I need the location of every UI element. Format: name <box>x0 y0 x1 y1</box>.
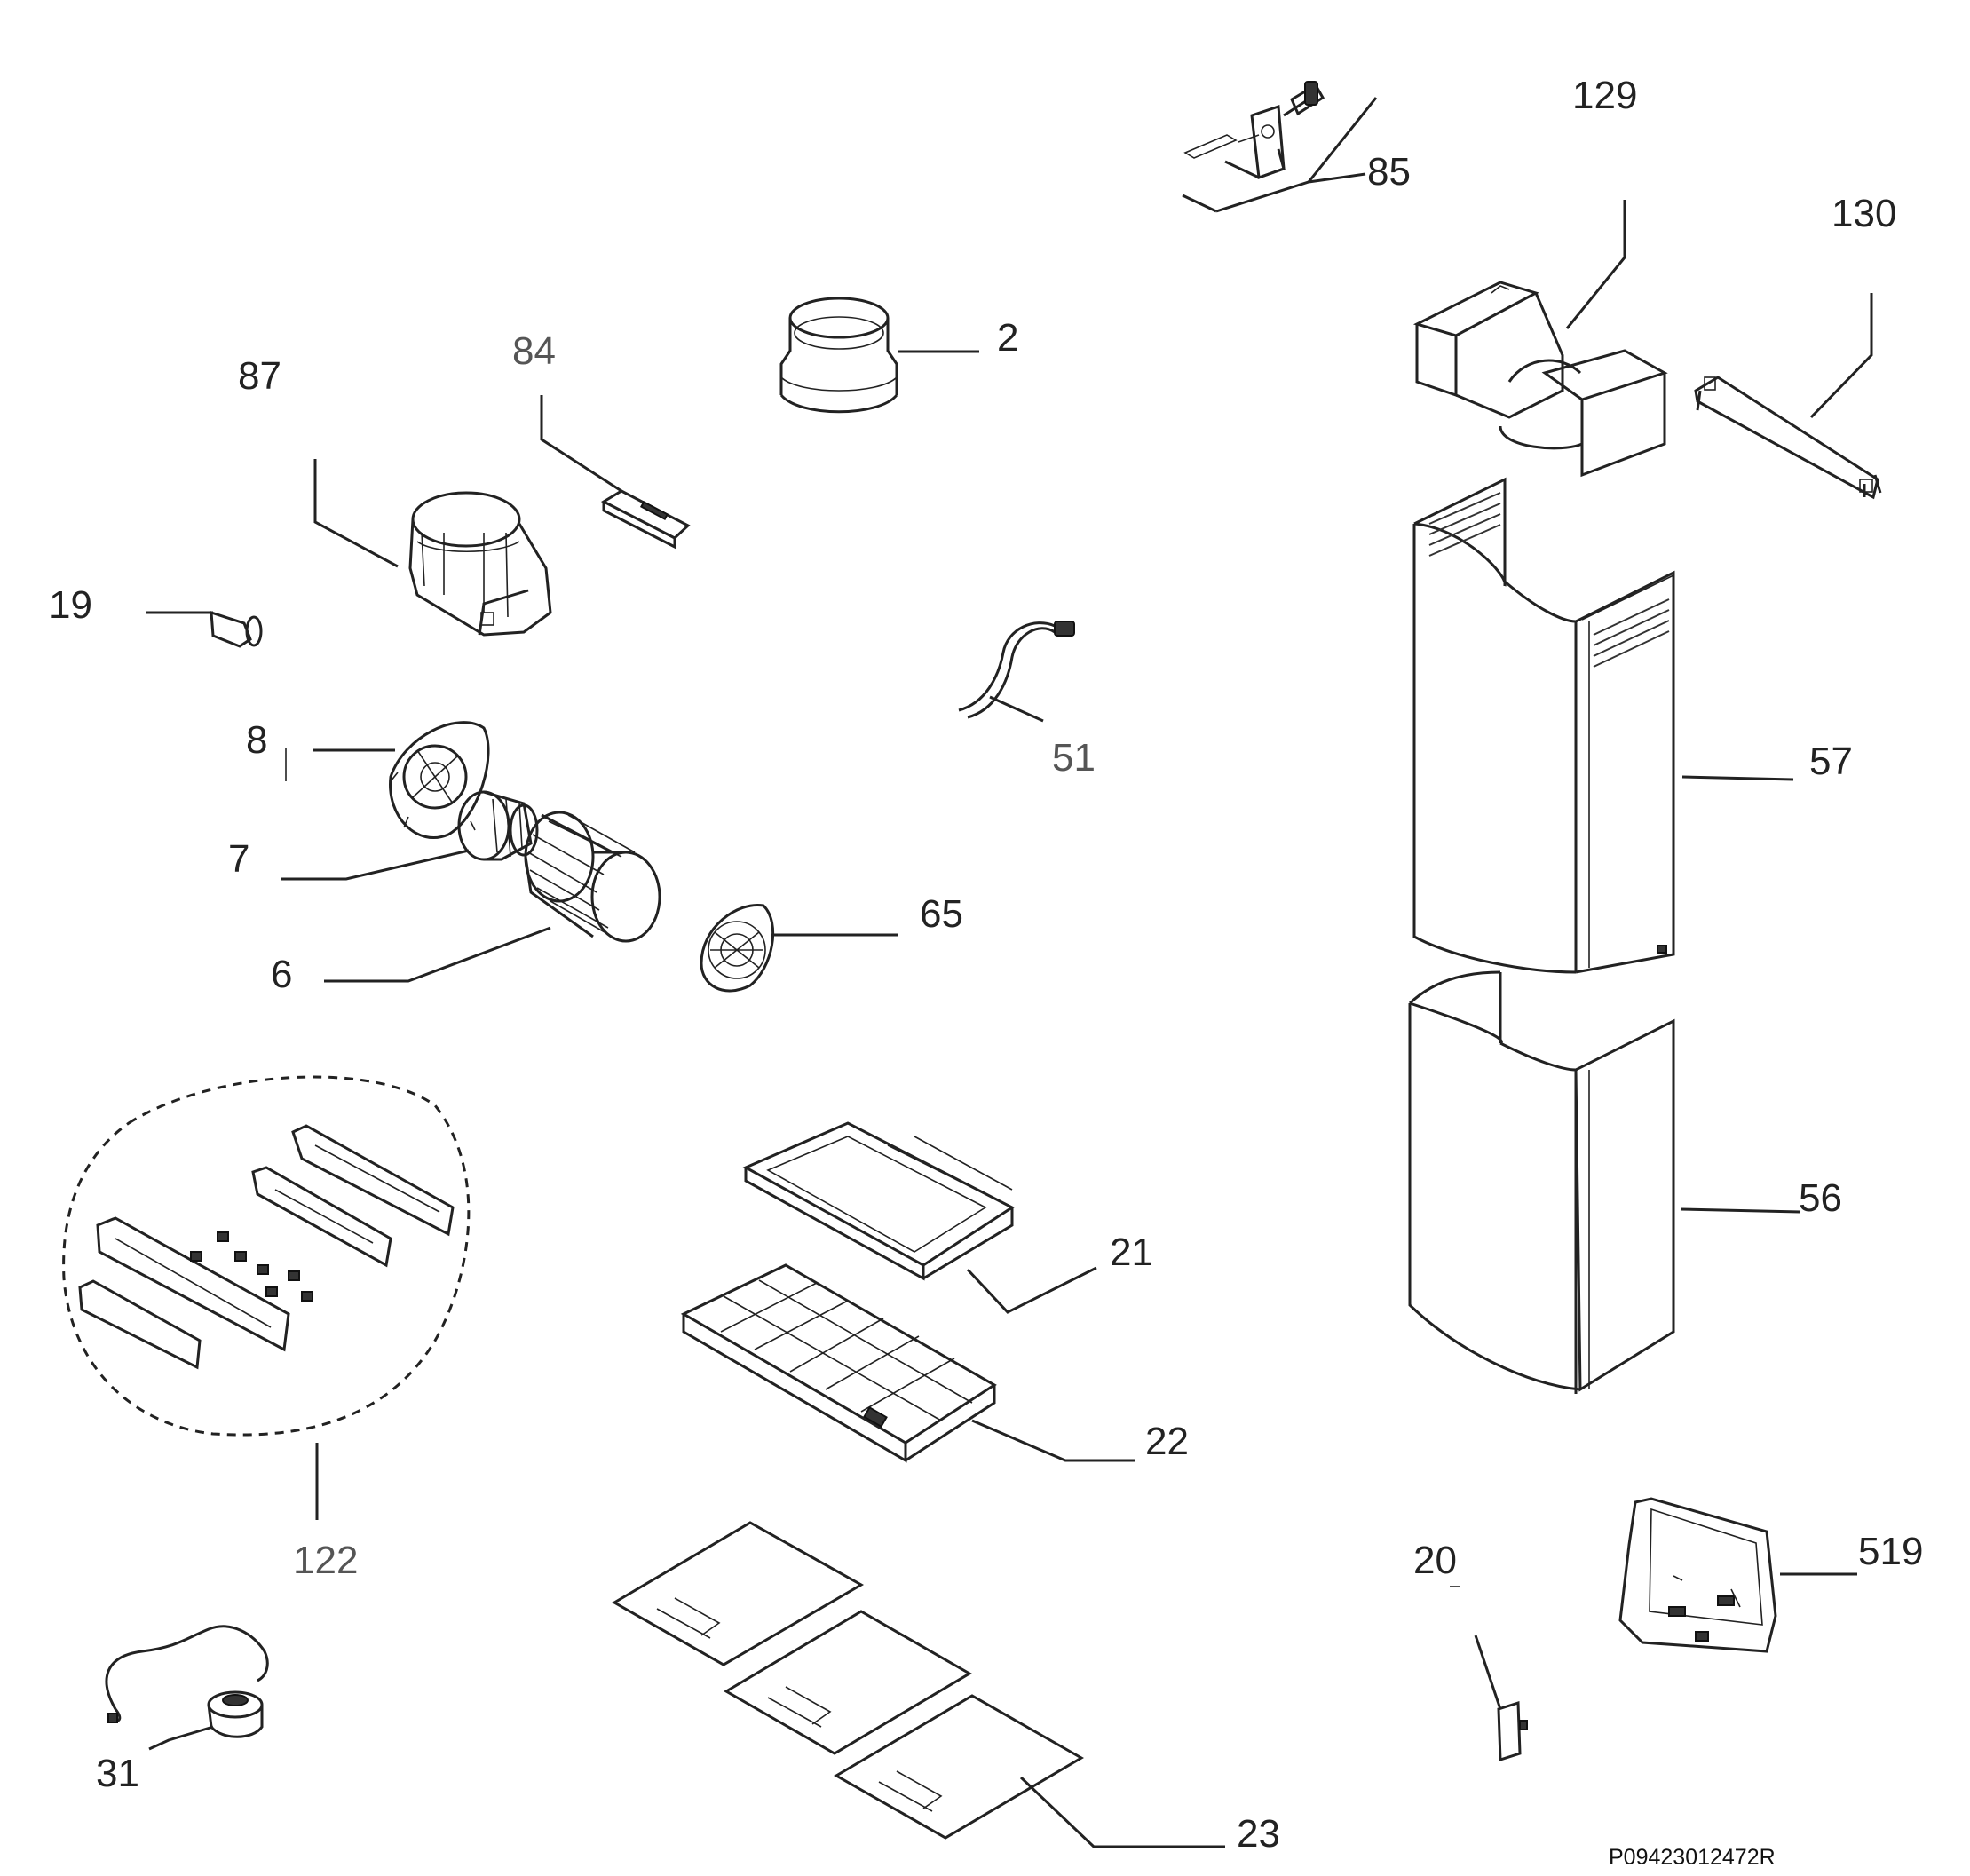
leader-20 <box>1474 1635 1502 1710</box>
part-519-hardware-bag <box>1618 1497 1777 1653</box>
part-129-duct-adapter <box>1412 281 1668 478</box>
label-6: 6 <box>271 953 292 996</box>
label-56: 56 <box>1799 1176 1842 1220</box>
label-20: 20 <box>1413 1539 1457 1582</box>
label-130: 130 <box>1832 192 1896 235</box>
part-6-blower-wheel <box>524 811 661 943</box>
label-21: 21 <box>1110 1231 1153 1274</box>
part-65-grille <box>700 903 775 993</box>
leader-85 <box>1215 172 1366 213</box>
leader-21 <box>966 1266 1097 1314</box>
leader-22 <box>971 1419 1135 1462</box>
part-23-filter-panels <box>612 1521 1084 1840</box>
part-51-wire <box>958 621 1075 719</box>
label-51: 51 <box>1052 736 1096 780</box>
leader-130 <box>1809 293 1873 419</box>
label-65: 65 <box>920 892 963 936</box>
leader-23 <box>1019 1776 1225 1848</box>
label-8: 8 <box>246 718 267 762</box>
part-130-bracket <box>1694 376 1882 500</box>
part-57-upper-chimney <box>1412 477 1675 974</box>
label-31: 31 <box>96 1752 139 1795</box>
leader-87 <box>313 459 399 568</box>
label-2: 2 <box>997 316 1018 360</box>
label-23: 23 <box>1237 1812 1280 1856</box>
part-85-bracket <box>1183 81 1325 180</box>
leader-31 <box>148 1725 214 1751</box>
part-7-motor <box>457 790 539 861</box>
part-8-motor-plate <box>389 721 490 840</box>
part-2-duct-collar <box>779 297 898 414</box>
part-122-control-group <box>62 1075 471 1437</box>
drawing-code: P09423012472R <box>1609 1845 1776 1870</box>
part-56-lower-chimney <box>1408 970 1675 1394</box>
label-57: 57 <box>1809 740 1853 783</box>
label-87: 87 <box>238 354 281 398</box>
part-20-clip <box>1497 1700 1528 1762</box>
label-129: 129 <box>1572 74 1637 117</box>
part-21-frame <box>742 1121 1015 1281</box>
part-31-sensor <box>105 1625 269 1738</box>
leader-56 <box>1680 1207 1801 1214</box>
label-19: 19 <box>49 583 92 627</box>
part-87-blower-housing <box>408 491 552 637</box>
label-519: 519 <box>1858 1530 1923 1573</box>
leader-57 <box>1681 775 1794 781</box>
label-84: 84 <box>512 329 556 373</box>
leader-129 <box>1565 200 1626 329</box>
leader-51 <box>989 695 1044 723</box>
label-122: 122 <box>293 1539 358 1582</box>
label-85: 85 <box>1367 150 1411 194</box>
part-22-filter-grid <box>680 1263 997 1463</box>
label-22: 22 <box>1145 1420 1189 1463</box>
leader-84 <box>540 395 622 493</box>
leader-7 <box>281 849 470 881</box>
leader-6 <box>324 926 551 983</box>
leader-85b <box>1307 97 1378 183</box>
part-84-terminal <box>600 489 691 550</box>
label-7: 7 <box>228 837 249 881</box>
part-19-capacitor <box>210 610 263 648</box>
